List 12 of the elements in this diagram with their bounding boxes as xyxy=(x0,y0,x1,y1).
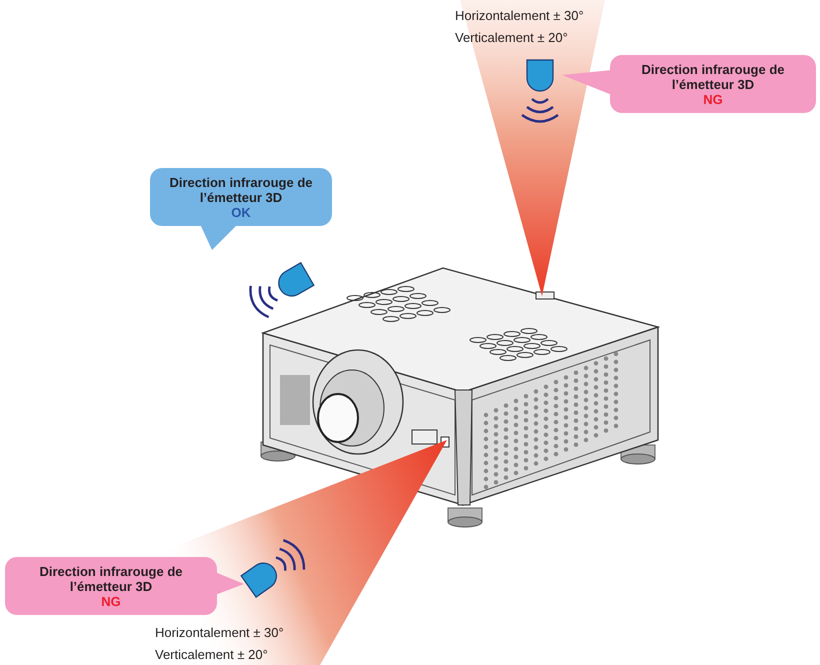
angle-label: Verticalement ± 20° xyxy=(455,30,568,46)
status-text: NG xyxy=(703,92,723,106)
callout-text: Direction infrarouge de l’émetteur 3D xyxy=(38,564,184,594)
angle-label: Horizontalement ± 30° xyxy=(155,625,284,641)
status-text: NG xyxy=(101,594,121,608)
callout-bubble xyxy=(610,55,816,113)
status-text: OK xyxy=(231,204,251,220)
callout-text: Direction infrarouge de l’émetteur 3D xyxy=(640,62,786,92)
angle-label: Horizontalement ± 30° xyxy=(455,8,584,24)
callout-bubble xyxy=(5,557,217,615)
angle-label: Verticalement ± 20° xyxy=(155,647,268,663)
callout-text: Direction infrarouge de l’émetteur 3D xyxy=(168,174,314,204)
